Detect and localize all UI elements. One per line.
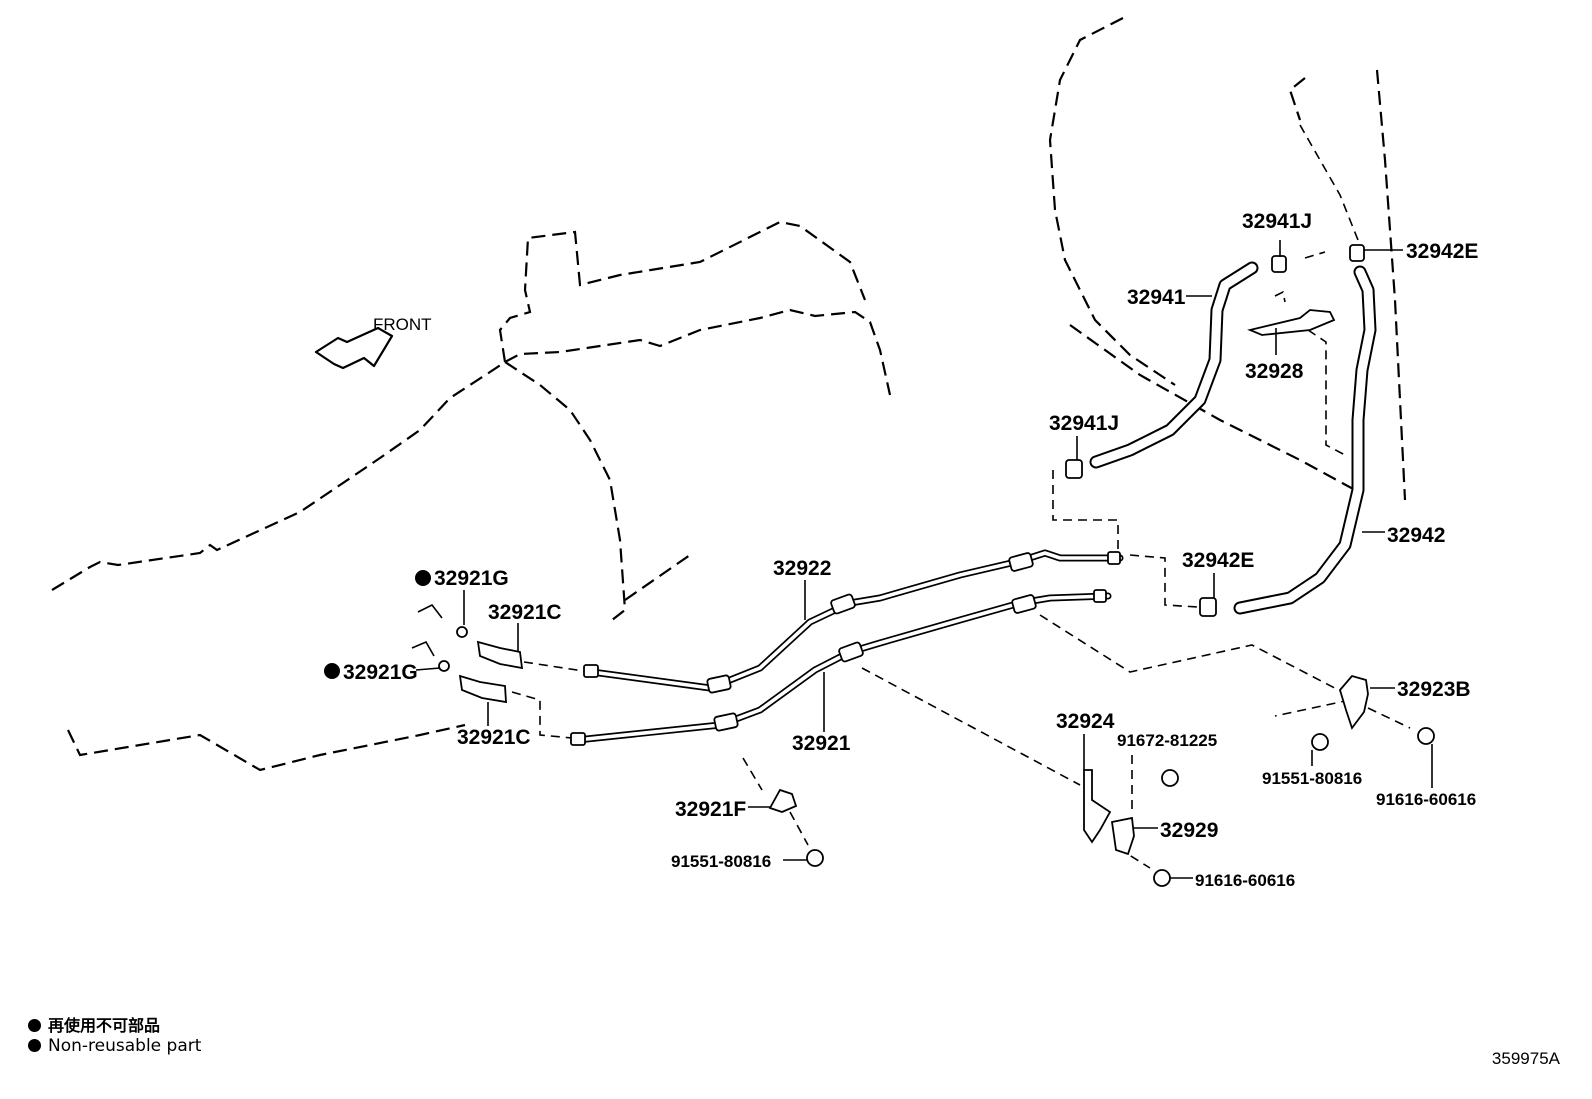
part-label-32942e-top: 32942E	[1406, 240, 1478, 263]
small-parts	[411, 244, 1435, 887]
part-label-91672-81225: 91672-81225	[1117, 731, 1217, 750]
legend-japanese-text: 再使用不可部品	[48, 1016, 161, 1035]
part-label-91551-80816-right: 91551-80816	[1262, 769, 1362, 788]
part-label-91616-60616-bottom: 91616-60616	[1195, 871, 1295, 890]
part-labels: 32941J 32942E 32941 32928 32941J 32942 3…	[343, 210, 1478, 890]
part-label-32942: 32942	[1387, 524, 1445, 547]
assembly-lines	[511, 329, 1411, 869]
cooler-pipes	[570, 549, 1124, 746]
part-label-32941: 32941	[1127, 286, 1186, 309]
part-label-32921f: 32921F	[675, 798, 746, 821]
part-label-32923b: 32923B	[1397, 678, 1471, 701]
part-label-32921c-top: 32921C	[488, 601, 562, 624]
non-reusable-marker-icon	[28, 1019, 41, 1032]
part-label-32921c-bottom: 32921C	[457, 726, 531, 749]
cooler-hoses	[1089, 261, 1377, 615]
legend-japanese: 再使用不可部品	[28, 1012, 160, 1036]
part-label-32922: 32922	[773, 557, 831, 580]
body-outline	[1048, 17, 1407, 501]
part-label-32924: 32924	[1056, 710, 1115, 733]
part-label-91551-80816-left: 91551-80816	[671, 852, 771, 871]
part-label-32941j-top: 32941J	[1242, 210, 1312, 233]
legend-english: Non-reusable part	[28, 1036, 201, 1056]
front-arrow-icon	[314, 326, 394, 370]
part-label-32921: 32921	[792, 732, 851, 755]
part-label-32942e-mid: 32942E	[1182, 549, 1254, 572]
part-label-32921g-bottom: 32921G	[343, 661, 418, 684]
non-reusable-marker-icon	[415, 570, 431, 586]
transmission-outline	[51, 220, 892, 772]
part-label-32941j-mid: 32941J	[1049, 412, 1119, 435]
part-label-32921g-top: 32921G	[434, 567, 509, 590]
non-reusable-marker-icon	[324, 663, 340, 679]
part-label-32928: 32928	[1245, 360, 1304, 383]
front-label: FRONT	[373, 315, 432, 334]
part-label-91616-60616-right: 91616-60616	[1376, 790, 1476, 809]
leader-lines	[415, 240, 1433, 879]
non-reusable-marker-icon	[28, 1039, 41, 1052]
part-label-32929: 32929	[1160, 819, 1218, 842]
diagram-id: 359975A	[1491, 1049, 1560, 1068]
legend-english-text: Non-reusable part	[48, 1036, 202, 1056]
